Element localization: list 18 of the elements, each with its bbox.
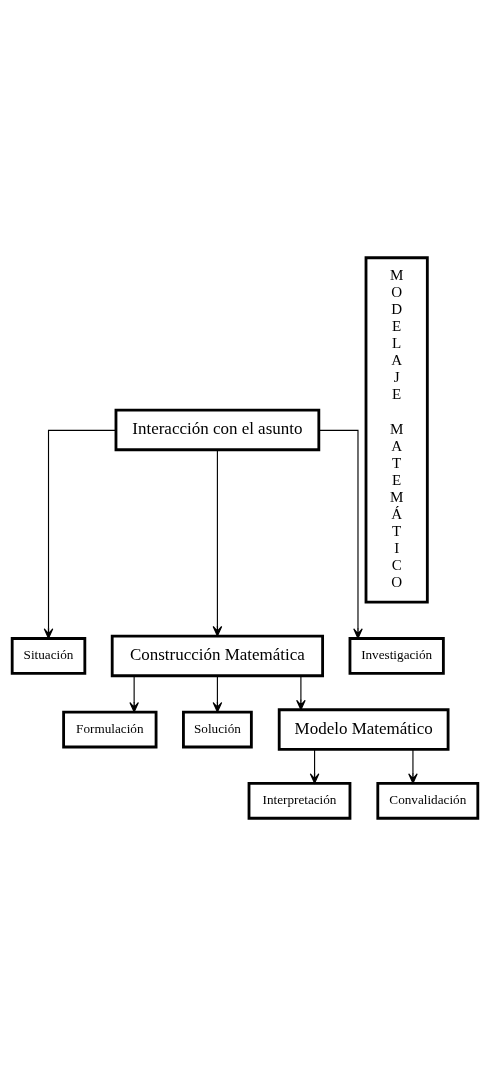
node-box: Interacción con el asunto	[114, 408, 321, 452]
node-box: Formulación	[62, 710, 158, 749]
arrow	[408, 748, 418, 784]
node-box: Solución	[182, 710, 253, 749]
arrow	[43, 429, 117, 639]
node-box: Investigación	[348, 637, 445, 675]
node-box: Modelo Matemático	[277, 708, 450, 751]
node-box: Interpretación	[247, 781, 352, 820]
node-box: MODELAJE MATEMÁTICO	[364, 256, 429, 604]
arrow	[318, 429, 363, 639]
node-box: Construcción Matemática	[110, 634, 324, 678]
node-box: Situación	[10, 637, 87, 675]
node-box: Convalidación	[376, 781, 480, 820]
arrow	[129, 675, 139, 713]
arrow	[212, 449, 223, 637]
arrow	[309, 748, 320, 784]
arrow	[212, 675, 223, 713]
arrow	[296, 675, 306, 711]
